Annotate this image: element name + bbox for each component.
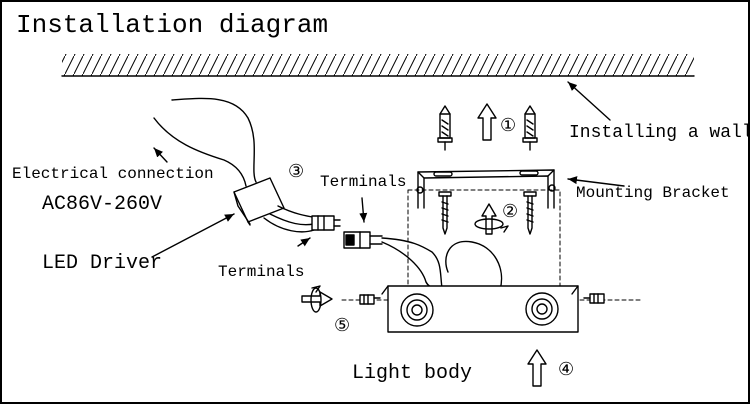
label-mounting-bracket: Mounting Bracket (576, 184, 730, 202)
screw-left (438, 191, 452, 235)
light-body (381, 285, 579, 333)
arrow-to-wall (567, 81, 611, 121)
supply-wires (153, 97, 257, 187)
label-led-driver: LED Driver (42, 252, 163, 275)
step-number-5: ⑤ (334, 317, 351, 337)
light-input-wires (381, 237, 463, 292)
rotate-arrow-icon-step2 (474, 203, 509, 235)
up-arrow-icon-step4 (527, 349, 547, 387)
wall-anchor-right (522, 105, 538, 151)
label-voltage: AC86V-260V (42, 193, 163, 216)
mounting-bracket (416, 169, 556, 209)
terminal-connector-left (311, 215, 341, 231)
led-driver (233, 177, 285, 226)
label-terminals-left: Terminals (218, 263, 305, 281)
step-number-2: ② (502, 203, 519, 223)
arrow-to-bracket (567, 176, 625, 187)
label-light-body: Light body (352, 362, 473, 385)
up-arrow-icon-step1 (477, 103, 497, 141)
arrow-to-electrical-wires (153, 147, 168, 163)
wall-anchor-left (437, 105, 453, 151)
step-number-3: ③ (288, 163, 305, 183)
light-loop-wire (445, 240, 503, 291)
label-installing-wall: Installing a wall (569, 123, 750, 143)
set-screw-right (583, 293, 605, 304)
step-number-1: ① (500, 117, 517, 137)
guide-lines (341, 189, 643, 301)
set-screw-left (359, 294, 381, 305)
screw-right (523, 191, 537, 235)
arrow-to-terminals-top (359, 197, 368, 223)
terminal-connector-right (343, 231, 383, 249)
step-number-4: ④ (558, 361, 575, 381)
page-title: Installation diagram (16, 10, 329, 40)
wall (61, 54, 695, 77)
arrow-to-terminals-left (297, 237, 311, 247)
rotate-arrow-icon-step5 (301, 285, 333, 313)
arrow-to-driver (151, 213, 235, 258)
label-terminals-top: Terminals (320, 173, 407, 191)
label-electrical-connection: Electrical connection (12, 165, 214, 183)
